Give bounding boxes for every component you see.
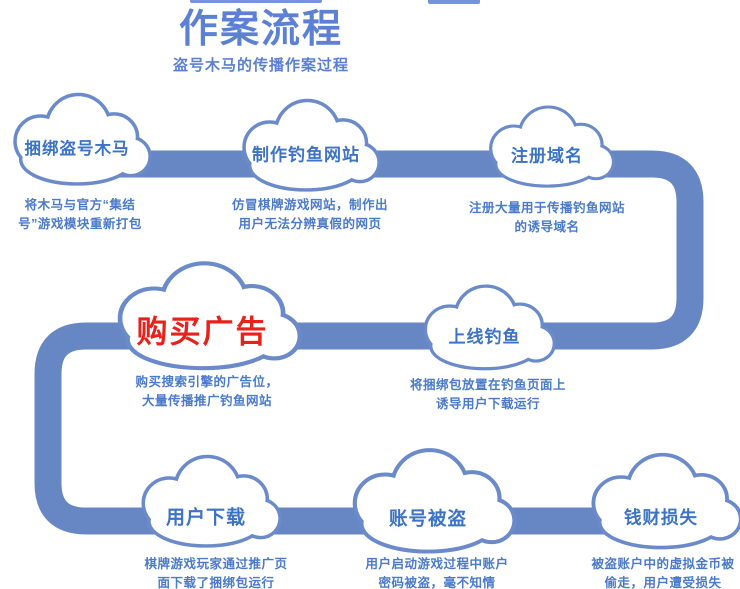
page-title: 作案流程 (178, 8, 343, 51)
cropped-text-artifact (428, 0, 480, 4)
node-description: 棋牌游戏玩家通过推广页 面下载了捆绑包运行 (144, 557, 288, 589)
node-label: 账号被盗 (388, 508, 467, 530)
node-label: 上线钓鱼 (448, 327, 521, 347)
flow-node-buy-ads: 购买广告 (100, 258, 305, 380)
node-label: 捆绑盗号木马 (24, 140, 130, 159)
node-description: 将木马与官方“集结 号”游戏模块重新打包 (18, 198, 142, 231)
node-description: 购买搜索引擎的广告位， 大量传播推广钓鱼网站 (135, 375, 279, 408)
cloud-icon (337, 445, 519, 563)
header: 作案流程 盗号木马的传播作案过程 (61, 8, 461, 75)
flow-node-build-phishing-site: 制作钓鱼网站 (229, 96, 383, 200)
node-description: 注册大量用于传播钓鱼网站 的诱导域名 (468, 201, 625, 234)
flow-node-launch-phishing: 上线钓鱼 (411, 282, 558, 378)
flow-node-register-domain: 注册域名 (477, 103, 617, 195)
flow-node-user-download: 用户下载 (128, 452, 284, 556)
node-description: 将捆绑包放置在钓鱼页面上 诱导用户下载运行 (409, 378, 566, 411)
flow-node-account-stolen: 账号被盗 (337, 445, 519, 563)
node-label: 钱财损失 (624, 507, 698, 528)
page-subtitle: 盗号木马的传播作案过程 (172, 57, 349, 74)
cropped-text-artifact (190, 0, 322, 3)
node-description: 仿冒棋牌游戏网站，制作出 用户无法分辨真假的网页 (231, 198, 388, 231)
node-label: 用户下载 (165, 507, 246, 529)
node-label: 制作钓鱼网站 (252, 145, 360, 165)
node-label: 注册域名 (511, 146, 583, 166)
flow-node-bundle-trojan: 捆绑盗号木马 (0, 90, 154, 194)
node-label-highlight: 购买广告 (136, 314, 269, 350)
node-description: 被盗账户中的虚拟金币被 偷走，用户遭受损失 (591, 557, 735, 589)
node-description: 用户启动游戏过程中账户 密码被盗，毫不知情 (365, 557, 509, 589)
flow-node-money-loss: 钱财损失 (577, 450, 740, 558)
